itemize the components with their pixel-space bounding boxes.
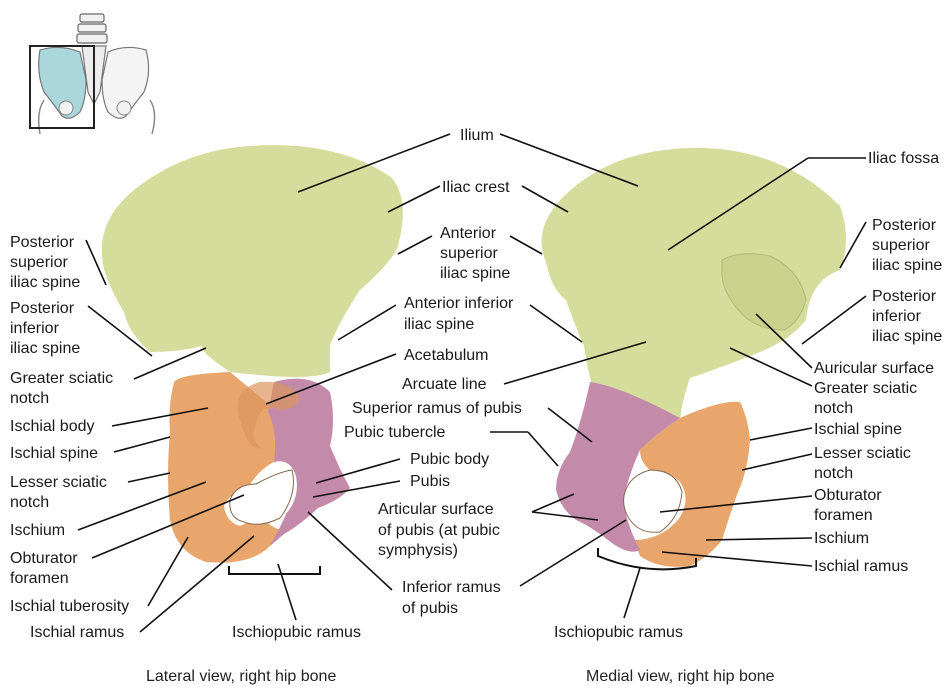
label-obturator-line-2: foramen bbox=[10, 570, 69, 587]
label-auricular-surface: Auricular surface bbox=[814, 360, 934, 377]
label-medial-lesser-sciatic-line-2: notch bbox=[814, 465, 853, 482]
label-ischial-body: Ischial body bbox=[10, 418, 95, 435]
label-medial-ischial-ramus: Ischial ramus bbox=[814, 558, 908, 575]
label-psis-line-3: iliac spine bbox=[10, 274, 80, 291]
label-medial-greater-sciatic-line-1: Greater sciatic bbox=[814, 380, 917, 397]
label-aiis-line-2: iliac spine bbox=[404, 316, 474, 333]
label-ischial-spine: Ischial spine bbox=[10, 445, 98, 462]
label-pubic-tubercle: Pubic tubercle bbox=[344, 424, 445, 441]
label-lesser-sciatic-line-2: notch bbox=[10, 494, 49, 511]
label-greater-sciatic-line-2: notch bbox=[10, 390, 49, 407]
lateral-ilium bbox=[102, 145, 403, 377]
label-medial-lesser-sciatic-line-1: Lesser sciatic bbox=[814, 445, 911, 462]
label-medial-ischiopubic-ramus: Ischiopubic ramus bbox=[554, 624, 683, 641]
label-asis-line-2: superior bbox=[440, 245, 498, 262]
label-ischium: Ischium bbox=[10, 522, 65, 539]
label-lateral-ischiopubic-ramus: Ischiopubic ramus bbox=[232, 624, 361, 641]
label-pubis: Pubis bbox=[410, 473, 450, 490]
label-piis-line-1: Posterior bbox=[10, 300, 75, 317]
label-medial-greater-sciatic-line-2: notch bbox=[814, 400, 853, 417]
label-ischial-tuberosity: Ischial tuberosity bbox=[10, 598, 129, 615]
caption-lateral: Lateral view, right hip bone bbox=[146, 668, 336, 685]
label-lesser-sciatic-line-1: Lesser sciatic bbox=[10, 474, 107, 491]
label-medial-ischium: Ischium bbox=[814, 530, 869, 547]
label-medial-psis-line-1: Posterior bbox=[872, 217, 937, 234]
thumbnail-spine bbox=[77, 14, 107, 43]
label-articular-line-3: symphysis) bbox=[378, 542, 458, 559]
label-asis-line-3: iliac spine bbox=[440, 265, 510, 282]
label-pubic-body: Pubic body bbox=[410, 451, 489, 468]
pelvis-thumbnail bbox=[30, 8, 158, 136]
label-acetabulum: Acetabulum bbox=[404, 347, 489, 364]
label-inferior-ramus-line-1: Inferior ramus bbox=[402, 579, 501, 596]
label-obturator-line-1: Obturator bbox=[10, 550, 78, 567]
label-psis-line-2: superior bbox=[10, 254, 68, 271]
label-medial-psis-line-2: superior bbox=[872, 237, 930, 254]
lateral-hip-bone bbox=[102, 145, 403, 562]
label-inferior-ramus-line-2: of pubis bbox=[402, 600, 458, 617]
label-ischial-ramus: Ischial ramus bbox=[30, 624, 124, 641]
label-iliac-fossa: Iliac fossa bbox=[868, 150, 939, 167]
label-medial-obturator-line-2: foramen bbox=[814, 507, 873, 524]
label-psis-line-1: Posterior bbox=[10, 234, 75, 251]
label-medial-piis-line-2: inferior bbox=[872, 308, 922, 325]
label-ilium: Ilium bbox=[460, 127, 494, 144]
medial-obturator-foramen bbox=[624, 470, 682, 532]
label-aiis-line-1: Anterior inferior bbox=[404, 295, 514, 312]
label-articular-line-1: Articular surface bbox=[378, 501, 494, 518]
label-medial-psis-line-3: iliac spine bbox=[872, 257, 942, 274]
label-superior-ramus: Superior ramus of pubis bbox=[352, 400, 522, 417]
label-medial-obturator-line-1: Obturator bbox=[814, 487, 882, 504]
label-piis-line-2: inferior bbox=[10, 320, 60, 337]
label-asis-line-1: Anterior bbox=[440, 225, 497, 242]
label-arcuate-line: Arcuate line bbox=[402, 376, 487, 393]
label-greater-sciatic-line-1: Greater sciatic bbox=[10, 370, 113, 387]
label-articular-line-2: of pubis (at pubic bbox=[378, 522, 500, 539]
label-iliac-crest: Iliac crest bbox=[442, 179, 510, 196]
label-piis-line-3: iliac spine bbox=[10, 340, 80, 357]
label-medial-piis-line-3: iliac spine bbox=[872, 328, 942, 345]
label-medial-piis-line-1: Posterior bbox=[872, 288, 937, 305]
caption-medial: Medial view, right hip bone bbox=[586, 668, 775, 685]
label-medial-ischial-spine: Ischial spine bbox=[814, 421, 902, 438]
